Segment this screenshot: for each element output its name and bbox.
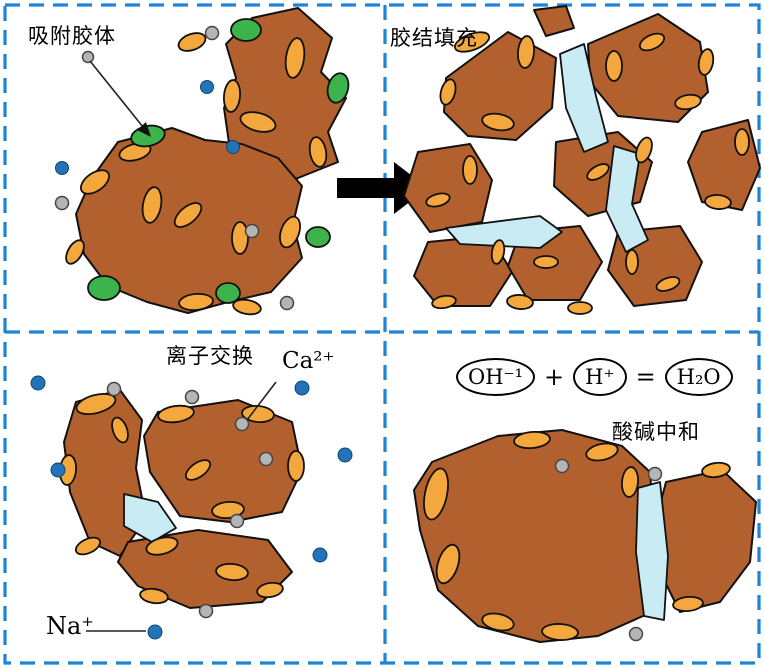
dashed-grid — [3, 3, 761, 665]
transform-arrow-icon — [337, 162, 428, 214]
oh-ion-circle: OH⁻¹ — [456, 358, 536, 396]
panel-neutralization — [413, 429, 757, 643]
plus-sign: + — [544, 363, 565, 391]
orange-inclusions — [423, 430, 731, 641]
label-cement-filling: 胶结填充 — [390, 27, 478, 50]
panel-adsorption — [54, 7, 350, 316]
brown-particles — [413, 429, 757, 643]
orange-inclusions — [425, 31, 750, 315]
gray-ion-dots — [106, 381, 274, 619]
water-circle: H₂O — [664, 358, 733, 396]
adsorption-pointer-line — [81, 50, 151, 137]
brown-particles — [75, 7, 347, 314]
pointer-arrowhead-icon — [137, 122, 151, 137]
panel-cementation — [403, 5, 761, 315]
equals-sign: = — [635, 363, 656, 391]
label-adsorbed-colloid: 吸附胶体 — [28, 25, 116, 48]
cyan-cement — [635, 481, 669, 621]
label-na-ion: Na⁺ — [46, 612, 94, 640]
label-ca-ion: Ca²⁺ — [282, 348, 335, 374]
panel-ion-exchange — [30, 375, 353, 640]
label-acid-base-neutralization: 酸碱中和 — [612, 421, 700, 444]
blue-ion-dots — [30, 375, 353, 640]
cyan-cement — [445, 43, 649, 253]
label-ion-exchange: 离子交换 — [166, 345, 254, 368]
blue-ion-dots — [55, 80, 240, 175]
orange-inclusions — [65, 32, 328, 316]
neutralization-equation: OH⁻¹ + H⁺ = H₂O — [456, 358, 733, 396]
gray-ion-dots — [54, 25, 295, 311]
cyan-cement — [123, 493, 177, 543]
orange-inclusions — [59, 392, 305, 605]
brown-particles — [63, 389, 303, 609]
h-ion-circle: H⁺ — [573, 358, 627, 396]
gray-ion-dots — [554, 458, 663, 642]
ca-pointer-line — [246, 381, 277, 421]
